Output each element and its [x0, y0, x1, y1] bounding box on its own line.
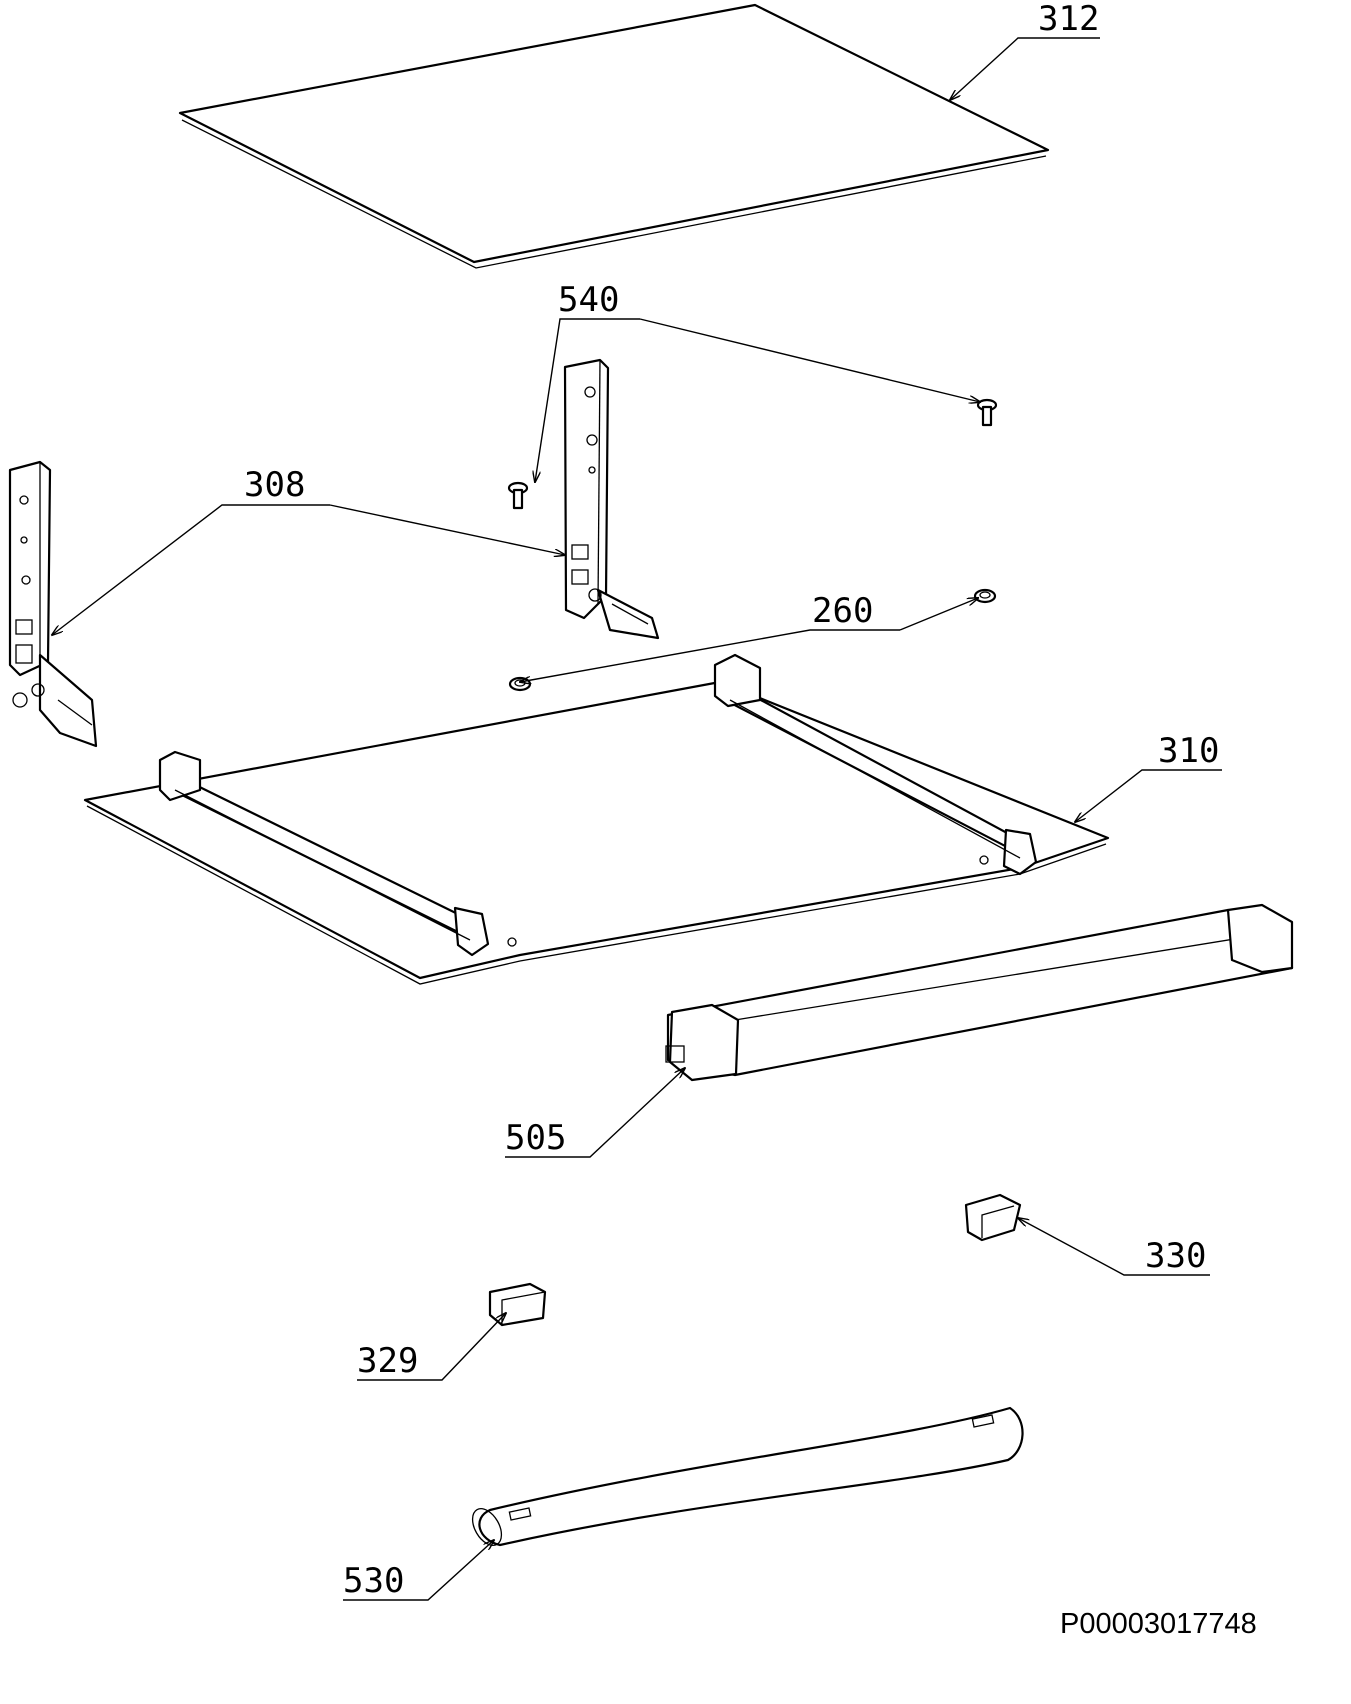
- part-310-inner-frame: [83, 653, 1110, 985]
- part-312-glass-panel: [178, 3, 1050, 269]
- callout-308: 308: [244, 465, 305, 505]
- part-530-handle-tube: [471, 1406, 1024, 1547]
- callout-540: 540: [558, 280, 619, 320]
- callout-260: 260: [812, 591, 873, 631]
- callout-330: 330: [1145, 1236, 1206, 1276]
- part-308-hinge-center: [563, 358, 660, 640]
- callout-312: 312: [1038, 0, 1099, 39]
- document-id: P00003017748: [1060, 1608, 1257, 1640]
- leader-lines: [52, 37, 1222, 1601]
- callout-530: 530: [343, 1561, 404, 1601]
- part-540-screw-b: [976, 398, 998, 427]
- callout-310: 310: [1158, 731, 1219, 771]
- callout-505: 505: [505, 1118, 566, 1158]
- callout-329: 329: [357, 1341, 418, 1381]
- part-260-clip-b: [973, 588, 997, 604]
- part-330-end-cap: [964, 1193, 1022, 1242]
- part-505-handle-bar: [665, 903, 1294, 1082]
- part-308-hinge-left: [8, 460, 98, 748]
- part-329-end-cap: [488, 1282, 547, 1327]
- part-260-clip-a: [508, 676, 532, 692]
- part-540-screw-a: [507, 481, 529, 510]
